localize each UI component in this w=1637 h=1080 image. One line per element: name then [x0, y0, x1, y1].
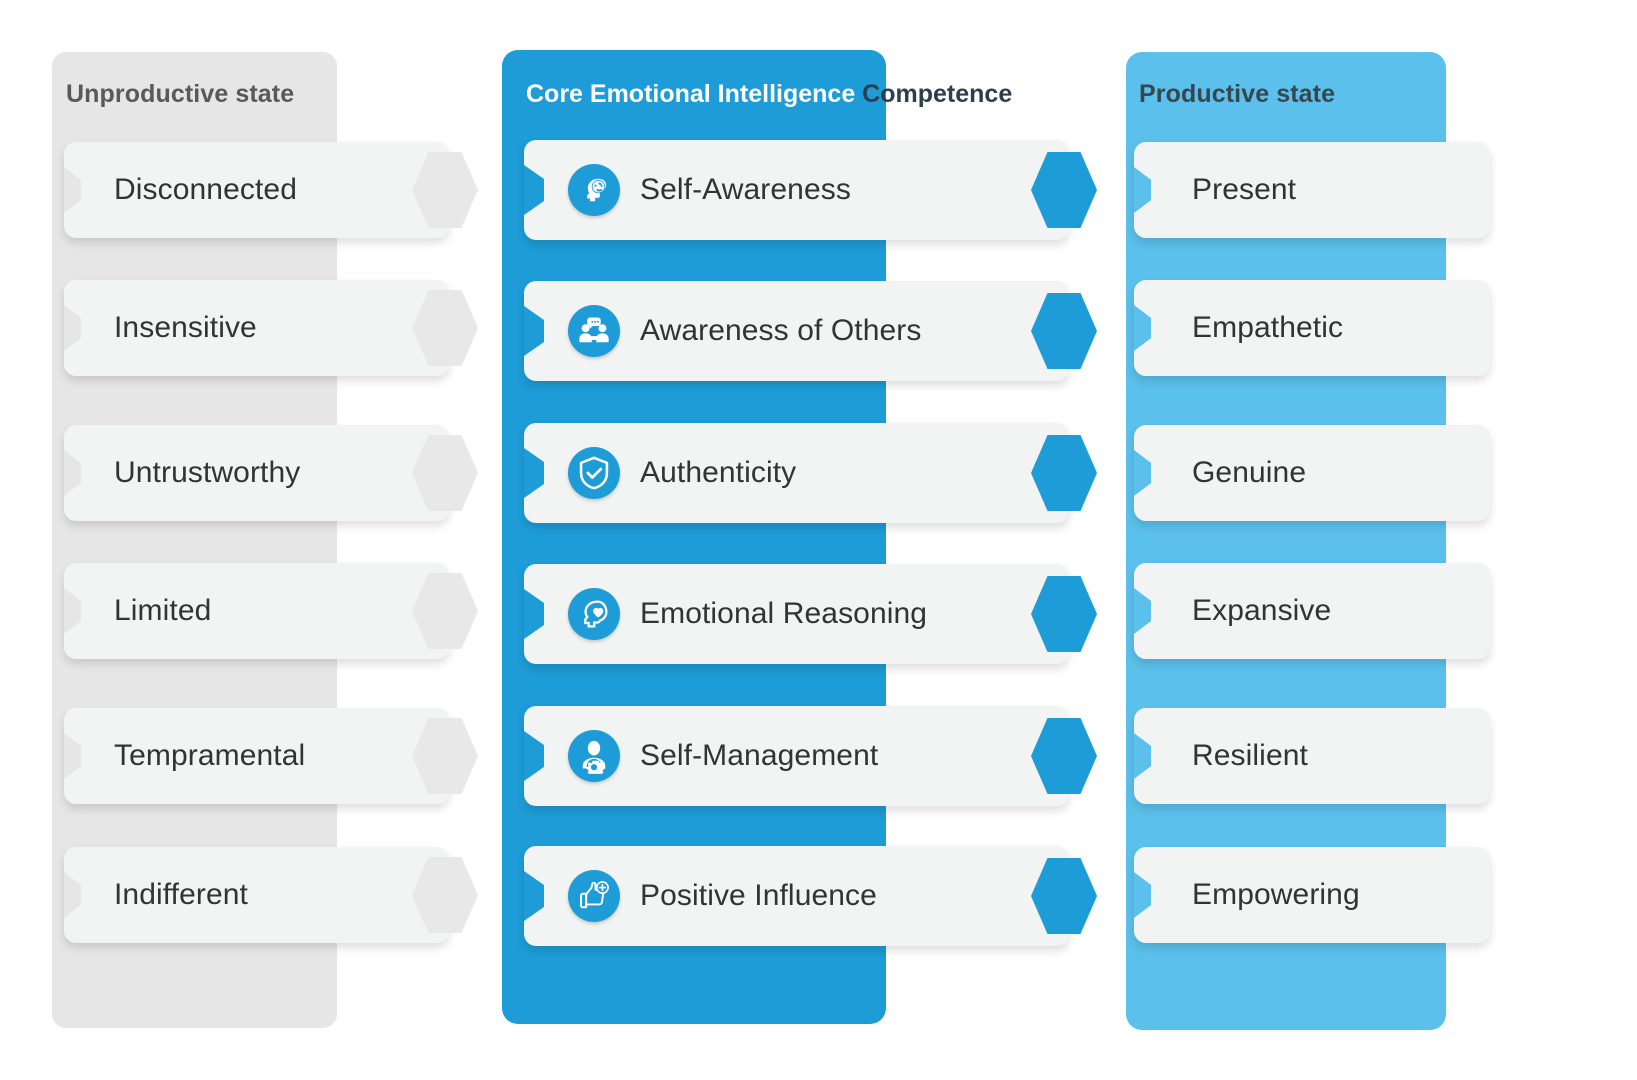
competence-card[interactable]: Self-Awareness: [524, 140, 1069, 240]
card-notch: [524, 165, 544, 215]
hexagon-arrow-icon: [412, 152, 478, 228]
competence-label: Emotional Reasoning: [640, 597, 928, 630]
unproductive-card[interactable]: Insensitive: [64, 280, 449, 376]
unproductive-state-title: Unproductive state: [66, 80, 295, 108]
head-target-icon: [568, 164, 620, 216]
productive-card[interactable]: Resilient: [1134, 708, 1490, 804]
productive-label: Resilient: [1192, 739, 1308, 772]
productive-label: Present: [1192, 173, 1297, 206]
competence-card[interactable]: Awareness of Others: [524, 281, 1069, 381]
competence-card[interactable]: Emotional Reasoning: [524, 564, 1069, 664]
competence-card[interactable]: Self-Management: [524, 706, 1069, 806]
productive-card[interactable]: Empathetic: [1134, 280, 1490, 376]
hexagon-arrow-icon: [412, 718, 478, 794]
card-notch: [524, 871, 544, 921]
hexagon-arrow-icon: [1031, 152, 1097, 228]
unproductive-label: Limited: [114, 594, 212, 627]
unproductive-label: Disconnected: [114, 173, 297, 206]
hexagon-arrow-icon: [1031, 718, 1097, 794]
competence-card[interactable]: Authenticity: [524, 423, 1069, 523]
productive-label: Empathetic: [1192, 311, 1344, 344]
hexagon-arrow-icon: [412, 573, 478, 649]
unproductive-label: Untrustworthy: [114, 456, 301, 489]
shield-check-icon: [568, 447, 620, 499]
card-notch: [64, 872, 81, 918]
card-notch: [1134, 450, 1151, 496]
competence-label: Authenticity: [640, 456, 797, 489]
card-notch: [1134, 167, 1151, 213]
competence-label: Self-Management: [640, 739, 879, 772]
productive-state-title: Productive state: [1139, 80, 1336, 108]
core-competence-title: Core Emotional Intelligence Competence: [526, 80, 1012, 109]
competence-label: Positive Influence: [640, 879, 877, 912]
core-competence-title-outside: Competence: [855, 80, 1013, 108]
card-notch: [1134, 588, 1151, 634]
competence-label: Awareness of Others: [640, 314, 922, 347]
thumbs-up-plus-icon: [568, 870, 620, 922]
productive-label: Empowering: [1192, 878, 1360, 911]
card-notch: [1134, 733, 1151, 779]
card-notch: [64, 305, 81, 351]
unproductive-card[interactable]: Untrustworthy: [64, 425, 449, 521]
two-people-speech-icon: [568, 305, 620, 357]
card-notch: [524, 306, 544, 356]
card-notch: [64, 167, 81, 213]
card-notch: [1134, 305, 1151, 351]
unproductive-label: Indifferent: [114, 878, 248, 911]
unproductive-label: Tempramental: [114, 739, 306, 772]
hexagon-arrow-icon: [412, 857, 478, 933]
core-competence-title-inside: Core Emotional Intelligence: [526, 80, 856, 108]
card-notch: [64, 450, 81, 496]
hexagon-arrow-icon: [1031, 858, 1097, 934]
competence-label: Self-Awareness: [640, 173, 851, 206]
card-notch: [64, 588, 81, 634]
productive-card[interactable]: Empowering: [1134, 847, 1490, 943]
productive-label: Expansive: [1192, 594, 1332, 627]
card-notch: [1134, 872, 1151, 918]
productive-card[interactable]: Genuine: [1134, 425, 1490, 521]
competence-card[interactable]: Positive Influence: [524, 846, 1069, 946]
card-notch: [524, 448, 544, 498]
card-notch: [524, 589, 544, 639]
hexagon-arrow-icon: [1031, 576, 1097, 652]
unproductive-card[interactable]: Disconnected: [64, 142, 449, 238]
card-notch: [524, 731, 544, 781]
unproductive-card[interactable]: Limited: [64, 563, 449, 659]
productive-card[interactable]: Present: [1134, 142, 1490, 238]
head-heart-icon: [568, 588, 620, 640]
unproductive-card[interactable]: Tempramental: [64, 708, 449, 804]
unproductive-card[interactable]: Indifferent: [64, 847, 449, 943]
card-notch: [64, 733, 81, 779]
unproductive-label: Insensitive: [114, 311, 257, 344]
person-gear-icon: [568, 730, 620, 782]
productive-label: Genuine: [1192, 456, 1307, 489]
productive-card[interactable]: Expansive: [1134, 563, 1490, 659]
